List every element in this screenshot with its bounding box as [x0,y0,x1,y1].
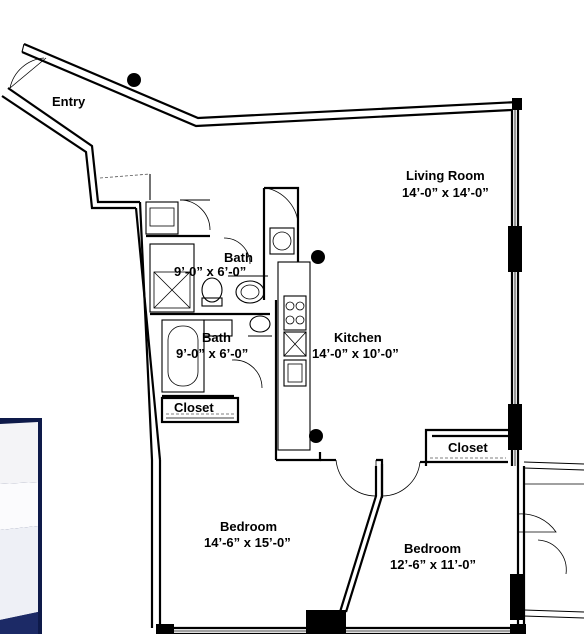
bath-2-dimensions: 9’-0” x 6’-0” [176,346,248,361]
structural-columns [127,73,526,634]
living-room-label: Living Room [406,168,485,183]
bath-1-dimensions: 9’-0” x 6’-0” [174,264,246,279]
bedroom-1-label: Bedroom [220,519,277,534]
corner-photo [0,418,42,634]
exterior-walls [1,42,584,634]
left-closet-label: Closet [174,400,214,415]
bath-1-label: Bath [224,250,253,265]
room-labels: Entry Living Room 14’-0” x 14’-0” Bath 9… [52,94,489,572]
bath-2-fixtures [161,315,272,398]
bedroom-2-label: Bedroom [404,541,461,556]
kitchen-label: Kitchen [334,330,382,345]
bath-2-label: Bath [202,330,231,345]
kitchen-dimensions: 14’-0” x 10’-0” [312,346,399,361]
left-closet-walls [160,396,240,424]
bedroom-2-dimensions: 12’-6” x 11’-0” [390,557,476,572]
right-closet-label: Closet [448,440,488,455]
bedroom-1-dimensions: 14’-6” x 15’-0” [204,535,291,550]
living-room-dimensions: 14’-0” x 14’-0” [402,185,489,200]
right-closet-walls [424,428,508,466]
windows [174,110,516,632]
kitchen-fixtures [262,186,322,462]
bedroom-partitions [320,458,584,613]
utility-nook [99,173,211,238]
entry-label: Entry [52,94,86,109]
